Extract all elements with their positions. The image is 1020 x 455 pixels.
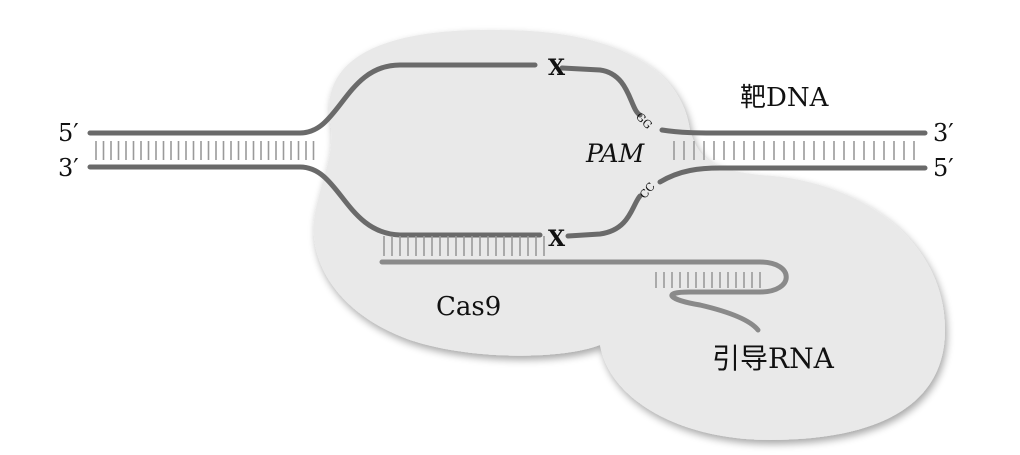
left-top-end-label: 5′ [58, 119, 79, 147]
right-bottom-end-label: 5′ [933, 154, 954, 182]
cas9-protein-shape [313, 29, 946, 441]
cas9-label: Cas9 [436, 292, 501, 322]
guide-rna-label: 引导RNA [712, 342, 835, 375]
base-pair-ticks [95, 141, 915, 288]
left-bottom-end-label: 3′ [58, 154, 79, 182]
cut-site-bottom-mark: X [548, 226, 566, 252]
right-top-end-label: 3′ [933, 119, 954, 147]
guide-rna-strand [379, 259, 789, 333]
target-dna-label: 靶DNA [740, 83, 830, 113]
cut-site-top-mark: X [548, 55, 566, 81]
pam-label: PAM [585, 139, 646, 168]
dna-top-strand [87, 62, 928, 136]
dna-bottom-strand [87, 164, 928, 239]
